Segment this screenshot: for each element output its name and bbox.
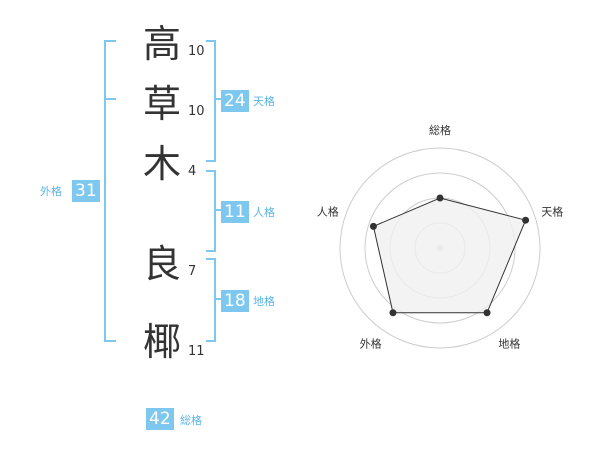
radar-shape	[372, 197, 527, 314]
jinkaku-label: 人格	[253, 206, 275, 219]
stroke-count-4: 7	[188, 264, 197, 279]
tenkaku-bracket	[206, 40, 216, 162]
name-char-3: 木	[142, 142, 181, 186]
radar-polygon	[372, 197, 527, 314]
gaikaku-bracket	[104, 40, 116, 342]
name-char-5: 椰	[142, 320, 181, 364]
radar-point-3	[483, 309, 491, 317]
tenkaku-tick	[214, 98, 222, 100]
radar-point-5	[369, 222, 377, 230]
radar-ring	[364, 172, 516, 324]
gaikaku-value: 31	[72, 180, 100, 202]
radar-point-4	[389, 309, 397, 317]
name-char-2: 草	[142, 82, 181, 126]
radar-point-1	[436, 194, 444, 202]
gaikaku-tick-upper	[104, 98, 116, 100]
gaikaku-label: 外格	[40, 185, 62, 198]
radar-axis-label-3: 地格	[498, 336, 520, 350]
radar-point-2	[522, 216, 530, 224]
chikaku-label: 地格	[253, 295, 275, 308]
radar-axis-label-5: 人格	[317, 205, 339, 219]
stroke-count-5: 11	[188, 344, 205, 359]
stroke-count-1: 10	[188, 44, 205, 59]
chikaku-tick	[214, 298, 222, 300]
tenkaku-label: 天格	[253, 95, 275, 108]
stroke-count-3: 4	[188, 164, 197, 179]
jinkaku-value: 11	[221, 201, 249, 223]
name-char-1: 高	[142, 22, 181, 66]
chikaku-value: 18	[221, 290, 249, 312]
soukaku-value: 42	[146, 408, 174, 430]
stroke-count-2: 10	[188, 104, 205, 119]
radar-ring	[339, 147, 541, 349]
jinkaku-bracket	[206, 170, 216, 252]
chikaku-bracket	[206, 258, 216, 342]
jinkaku-tick	[214, 209, 222, 211]
radar-axis-label-2: 天格	[541, 205, 563, 219]
radar-points	[369, 194, 530, 317]
tenkaku-value: 24	[221, 90, 249, 112]
radar-axis-label-1: 総格	[429, 123, 451, 137]
soukaku-label: 総格	[180, 414, 202, 427]
name-char-4: 良	[142, 242, 181, 286]
radar-axis-label-4: 外格	[360, 336, 382, 350]
